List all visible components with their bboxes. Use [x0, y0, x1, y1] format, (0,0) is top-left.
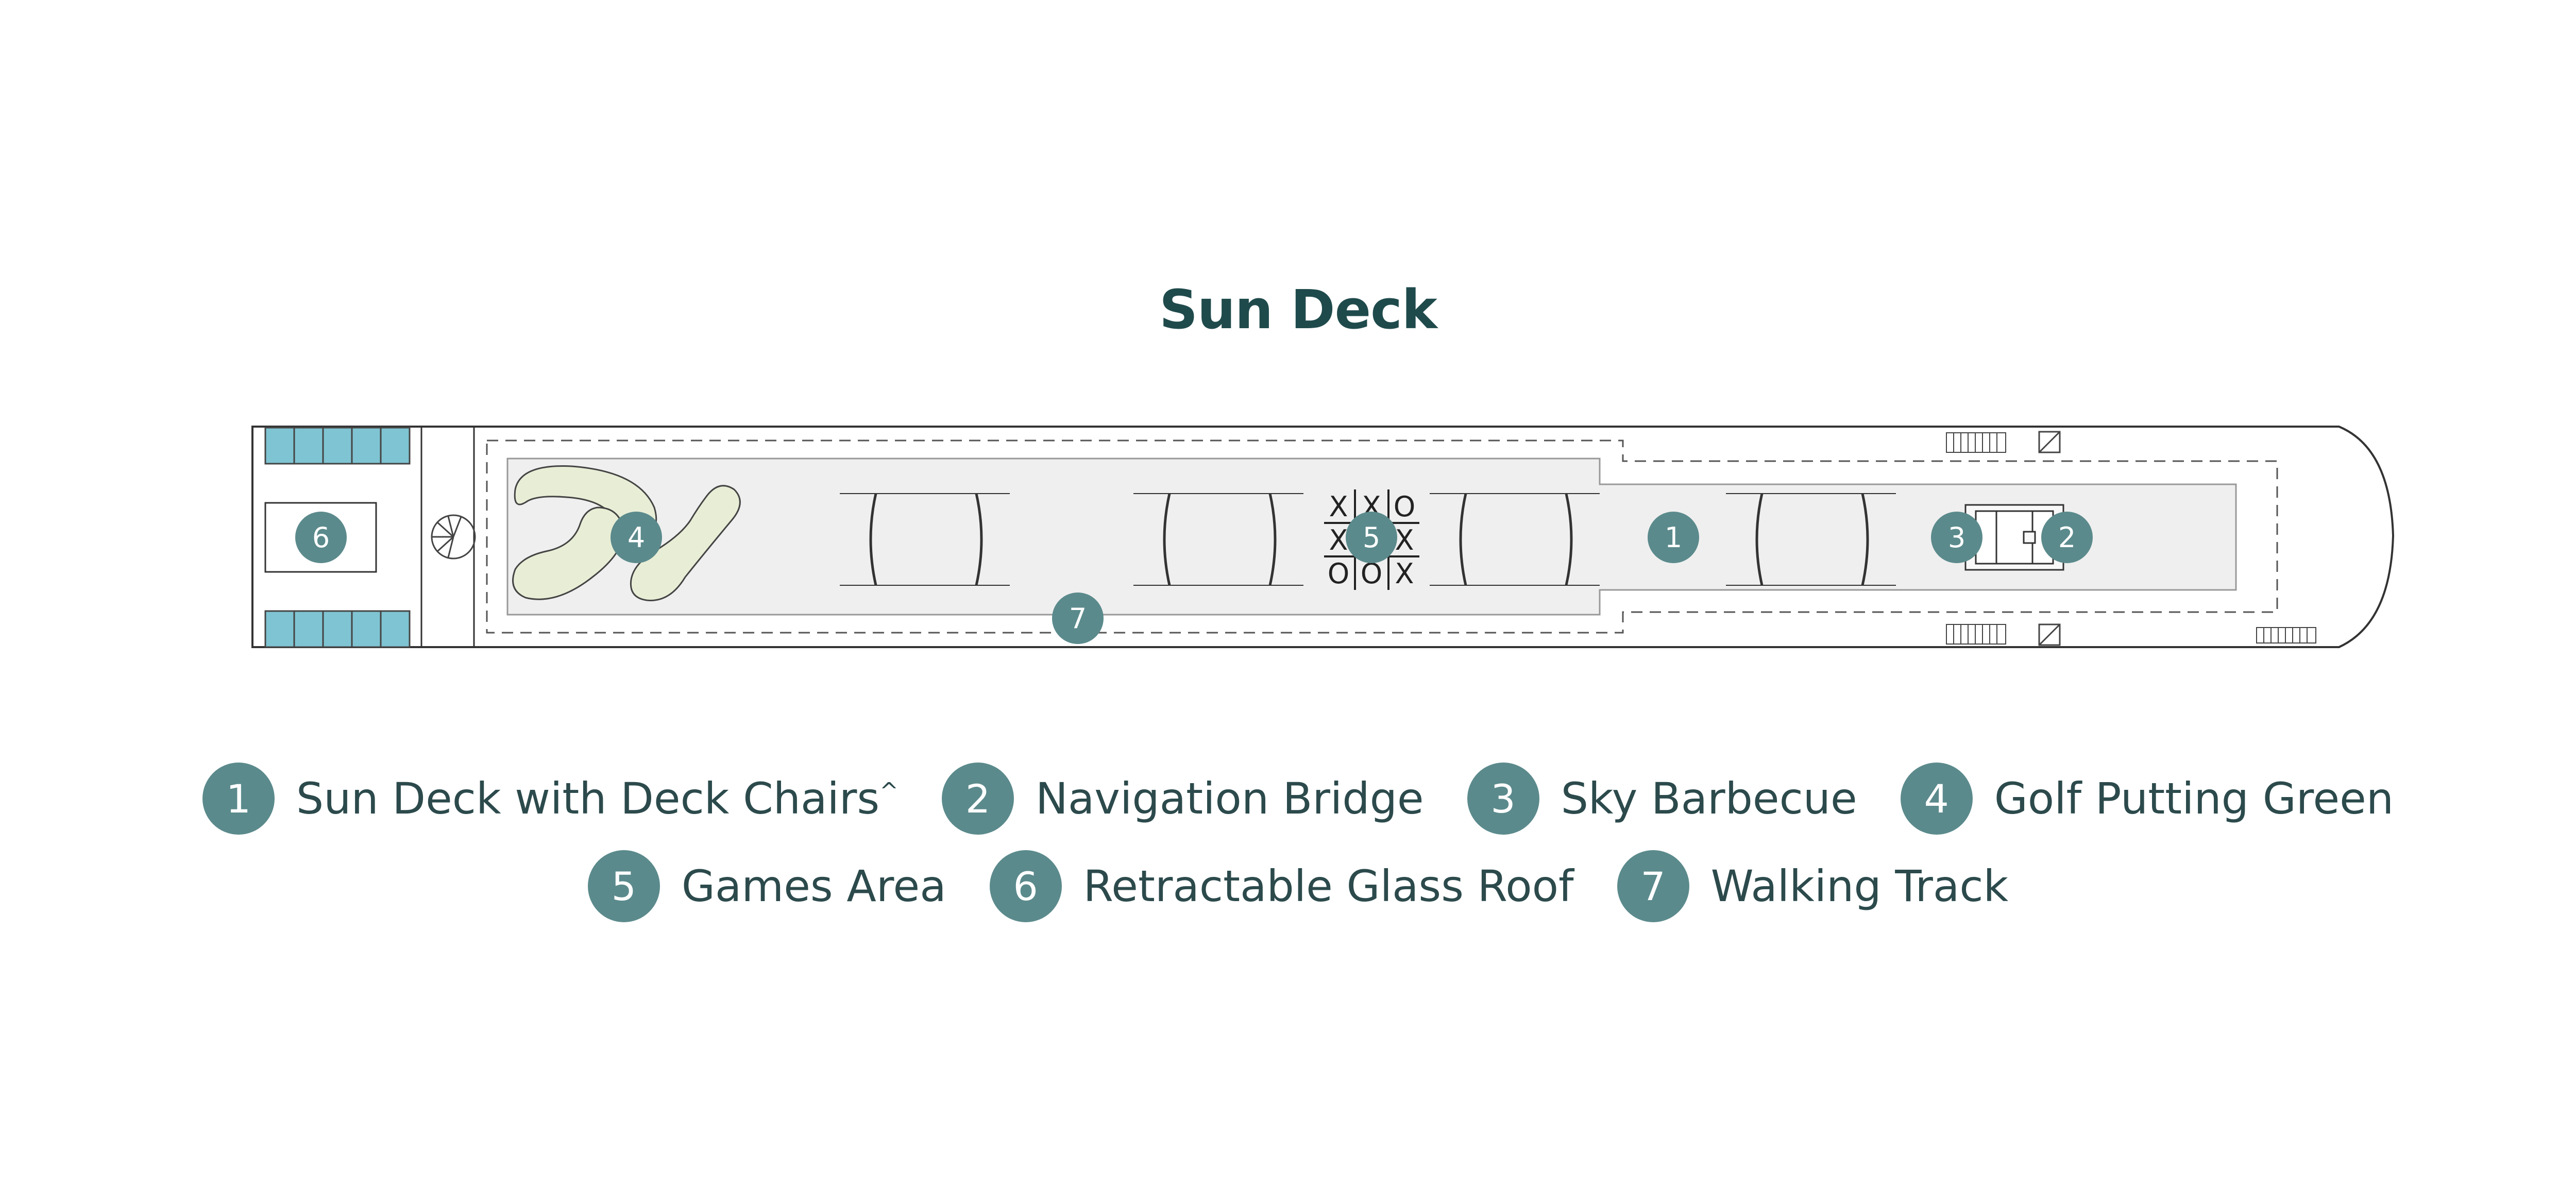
- deck-chairs-group-4: [1726, 493, 1896, 586]
- legend-row-2: 5 Games Area 6 Retractable Glass Roof 7 …: [0, 850, 2576, 922]
- legend-label: Games Area: [681, 861, 946, 911]
- marker-badge-1: [1648, 512, 1699, 563]
- game-cell-r2c3: X: [1395, 524, 1414, 556]
- marker-number-3: 3: [1948, 521, 1965, 554]
- marker-badge-4: [611, 512, 662, 563]
- legend-row-1: 1 Sun Deck with Deck Chairs^ 2 Navigatio…: [0, 763, 2576, 835]
- legend-label: Walking Track: [1710, 861, 2009, 911]
- marker-badge-3: [1931, 512, 1982, 563]
- deck-chairs-group-1: [840, 493, 1010, 586]
- legend-label: Sky Barbecue: [1561, 773, 1857, 824]
- deck-chairs-group-3: [1430, 493, 1600, 586]
- legend-badge: 2: [942, 763, 1014, 835]
- legend-badge: 3: [1467, 763, 1539, 835]
- game-cell-r3c1: O: [1328, 557, 1350, 590]
- marker-number-2: 2: [2058, 521, 2076, 554]
- marker-number-5: 5: [1363, 521, 1380, 554]
- marker-badge-7: [1052, 592, 1104, 644]
- legend-badge: 4: [1900, 763, 1973, 835]
- marker-badge-6: [295, 512, 347, 563]
- legend-item-golf-putting-green: 4 Golf Putting Green: [1900, 763, 2394, 835]
- legend-label: Navigation Bridge: [1036, 773, 1424, 824]
- stairs-icon: [2256, 627, 2316, 644]
- legend-badge: 6: [989, 850, 1062, 922]
- stairs-icon: [1946, 432, 2006, 453]
- marker-number-6: 6: [312, 521, 330, 554]
- marker-badge-2: [2041, 512, 2093, 563]
- legend-item-navigation-bridge: 2 Navigation Bridge: [942, 763, 1424, 835]
- game-cell-r1c3: O: [1394, 490, 1416, 523]
- walking-track: [486, 439, 2278, 634]
- legend-item-sun-deck: 1 Sun Deck with Deck Chairs^: [202, 763, 899, 835]
- marker-number-1: 1: [1665, 521, 1682, 554]
- legend-badge: 1: [202, 763, 275, 835]
- legend-item-retractable-glass-roof: 6 Retractable Glass Roof: [989, 850, 1574, 922]
- glass-roof-bottom: [264, 610, 411, 648]
- legend-label: Retractable Glass Roof: [1083, 861, 1574, 911]
- glass-roof-top: [264, 427, 411, 465]
- legend-badge: 5: [587, 850, 660, 922]
- marker-number-7: 7: [1069, 602, 1087, 635]
- legend-item-walking-track: 7 Walking Track: [1617, 850, 2009, 922]
- legend-label: Sun Deck with Deck Chairs^: [296, 773, 899, 824]
- legend-item-sky-barbecue: 3 Sky Barbecue: [1467, 763, 1857, 835]
- marker-badge-5: [1346, 512, 1397, 563]
- hatch-icon: [2038, 431, 2061, 453]
- hatch-icon: [2038, 623, 2061, 646]
- marker-number-4: 4: [628, 521, 645, 554]
- stairs-icon: [1946, 624, 2006, 645]
- legend-badge: 7: [1617, 850, 1689, 922]
- spiral-staircase-icon: [431, 514, 476, 560]
- game-cell-r2c1: X: [1329, 524, 1348, 556]
- legend-item-games-area: 5 Games Area: [587, 850, 946, 922]
- game-cell-r1c1: X: [1329, 490, 1348, 523]
- legend-footnote-marker: ^: [879, 778, 899, 804]
- deck-chairs-group-2: [1133, 493, 1303, 586]
- page-title: Sun Deck: [1159, 278, 1437, 341]
- legend-label: Golf Putting Green: [1994, 773, 2394, 824]
- game-cell-r3c3: X: [1395, 557, 1414, 590]
